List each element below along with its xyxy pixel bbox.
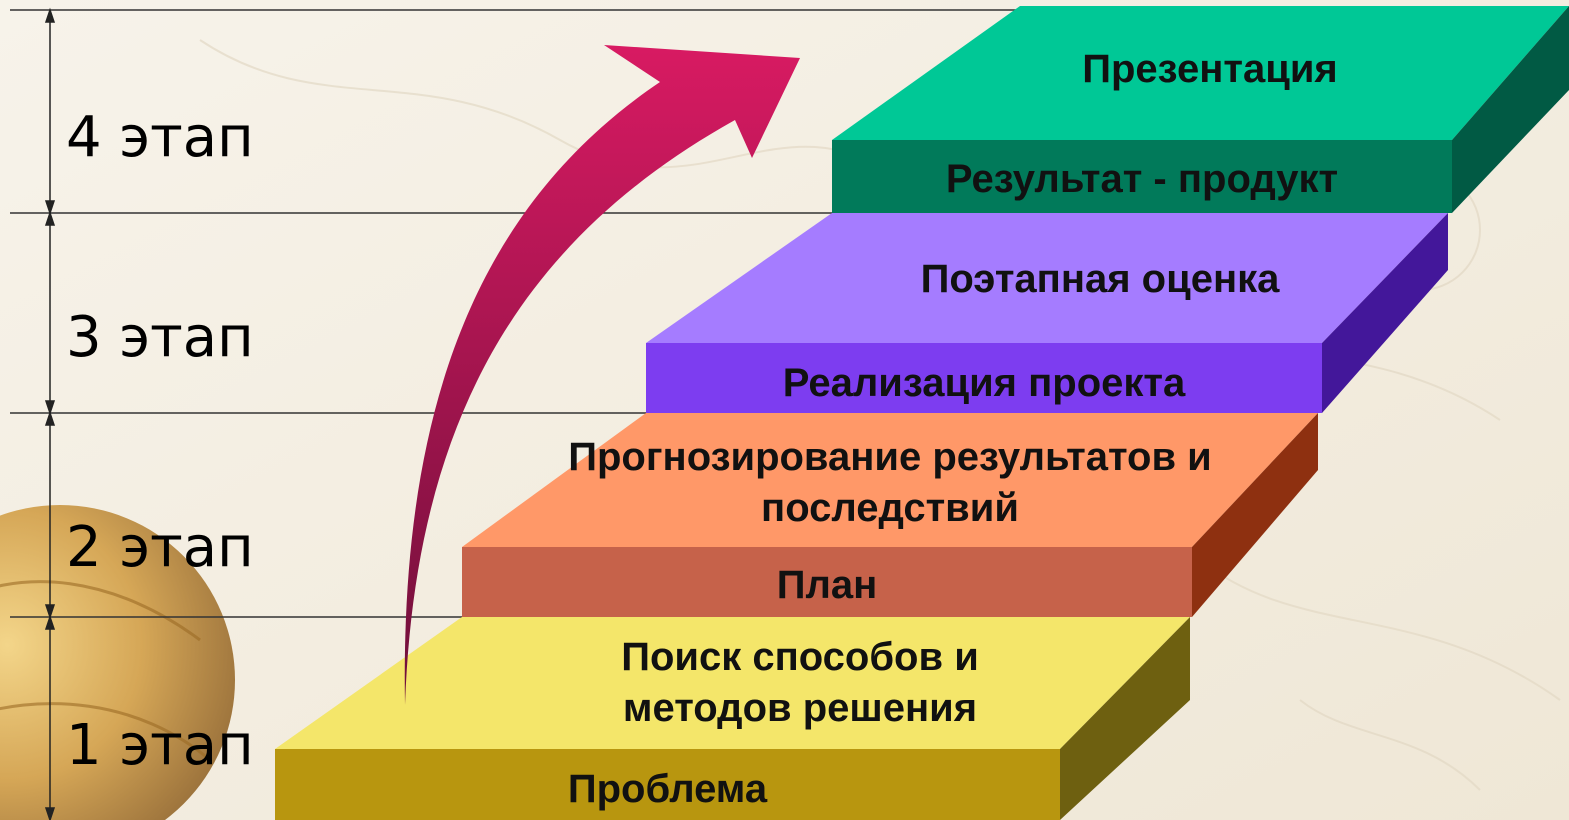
step-1-top-text: Презентация xyxy=(1082,47,1338,91)
step-2-front-text: Реализация проекта xyxy=(782,361,1186,405)
step-top-face xyxy=(275,617,1190,749)
step-1 xyxy=(832,6,1569,213)
step-4 xyxy=(275,617,1190,820)
step-3 xyxy=(462,413,1318,617)
stage-label-3: 3 этап xyxy=(66,305,254,370)
stage-label-4: 4 этап xyxy=(66,105,254,170)
globe-decoration xyxy=(0,505,235,820)
step-front-face xyxy=(462,547,1192,617)
step-1-front-text: Результат - продукт xyxy=(945,157,1339,201)
step-3-front-text: План xyxy=(776,563,878,607)
step-side-face xyxy=(1322,213,1448,413)
step-top-face xyxy=(646,213,1448,343)
step-4-top-text: Поиск способов и методов решения xyxy=(621,635,979,731)
stage-label-2: 2 этап xyxy=(66,515,254,580)
step-3-top-text: Прогнозирование результатов и последстви… xyxy=(568,435,1212,531)
stage-dimension-arrows xyxy=(44,7,56,820)
step-4-front-text: Проблема xyxy=(567,767,768,811)
step-side-face xyxy=(1060,617,1190,820)
step-front-face xyxy=(275,749,1060,820)
step-side-face xyxy=(1452,6,1569,213)
step-2 xyxy=(646,213,1448,413)
step-2-top-text: Поэтапная оценка xyxy=(920,257,1280,301)
step-side-face xyxy=(1192,413,1318,617)
progress-arrow xyxy=(404,45,800,705)
step-top-face xyxy=(462,413,1318,547)
step-front-face xyxy=(832,140,1452,213)
stage-label-1: 1 этап xyxy=(66,713,254,778)
step-top-face xyxy=(832,6,1569,140)
step-front-face xyxy=(646,343,1322,413)
stage-dividers xyxy=(10,9,1020,618)
